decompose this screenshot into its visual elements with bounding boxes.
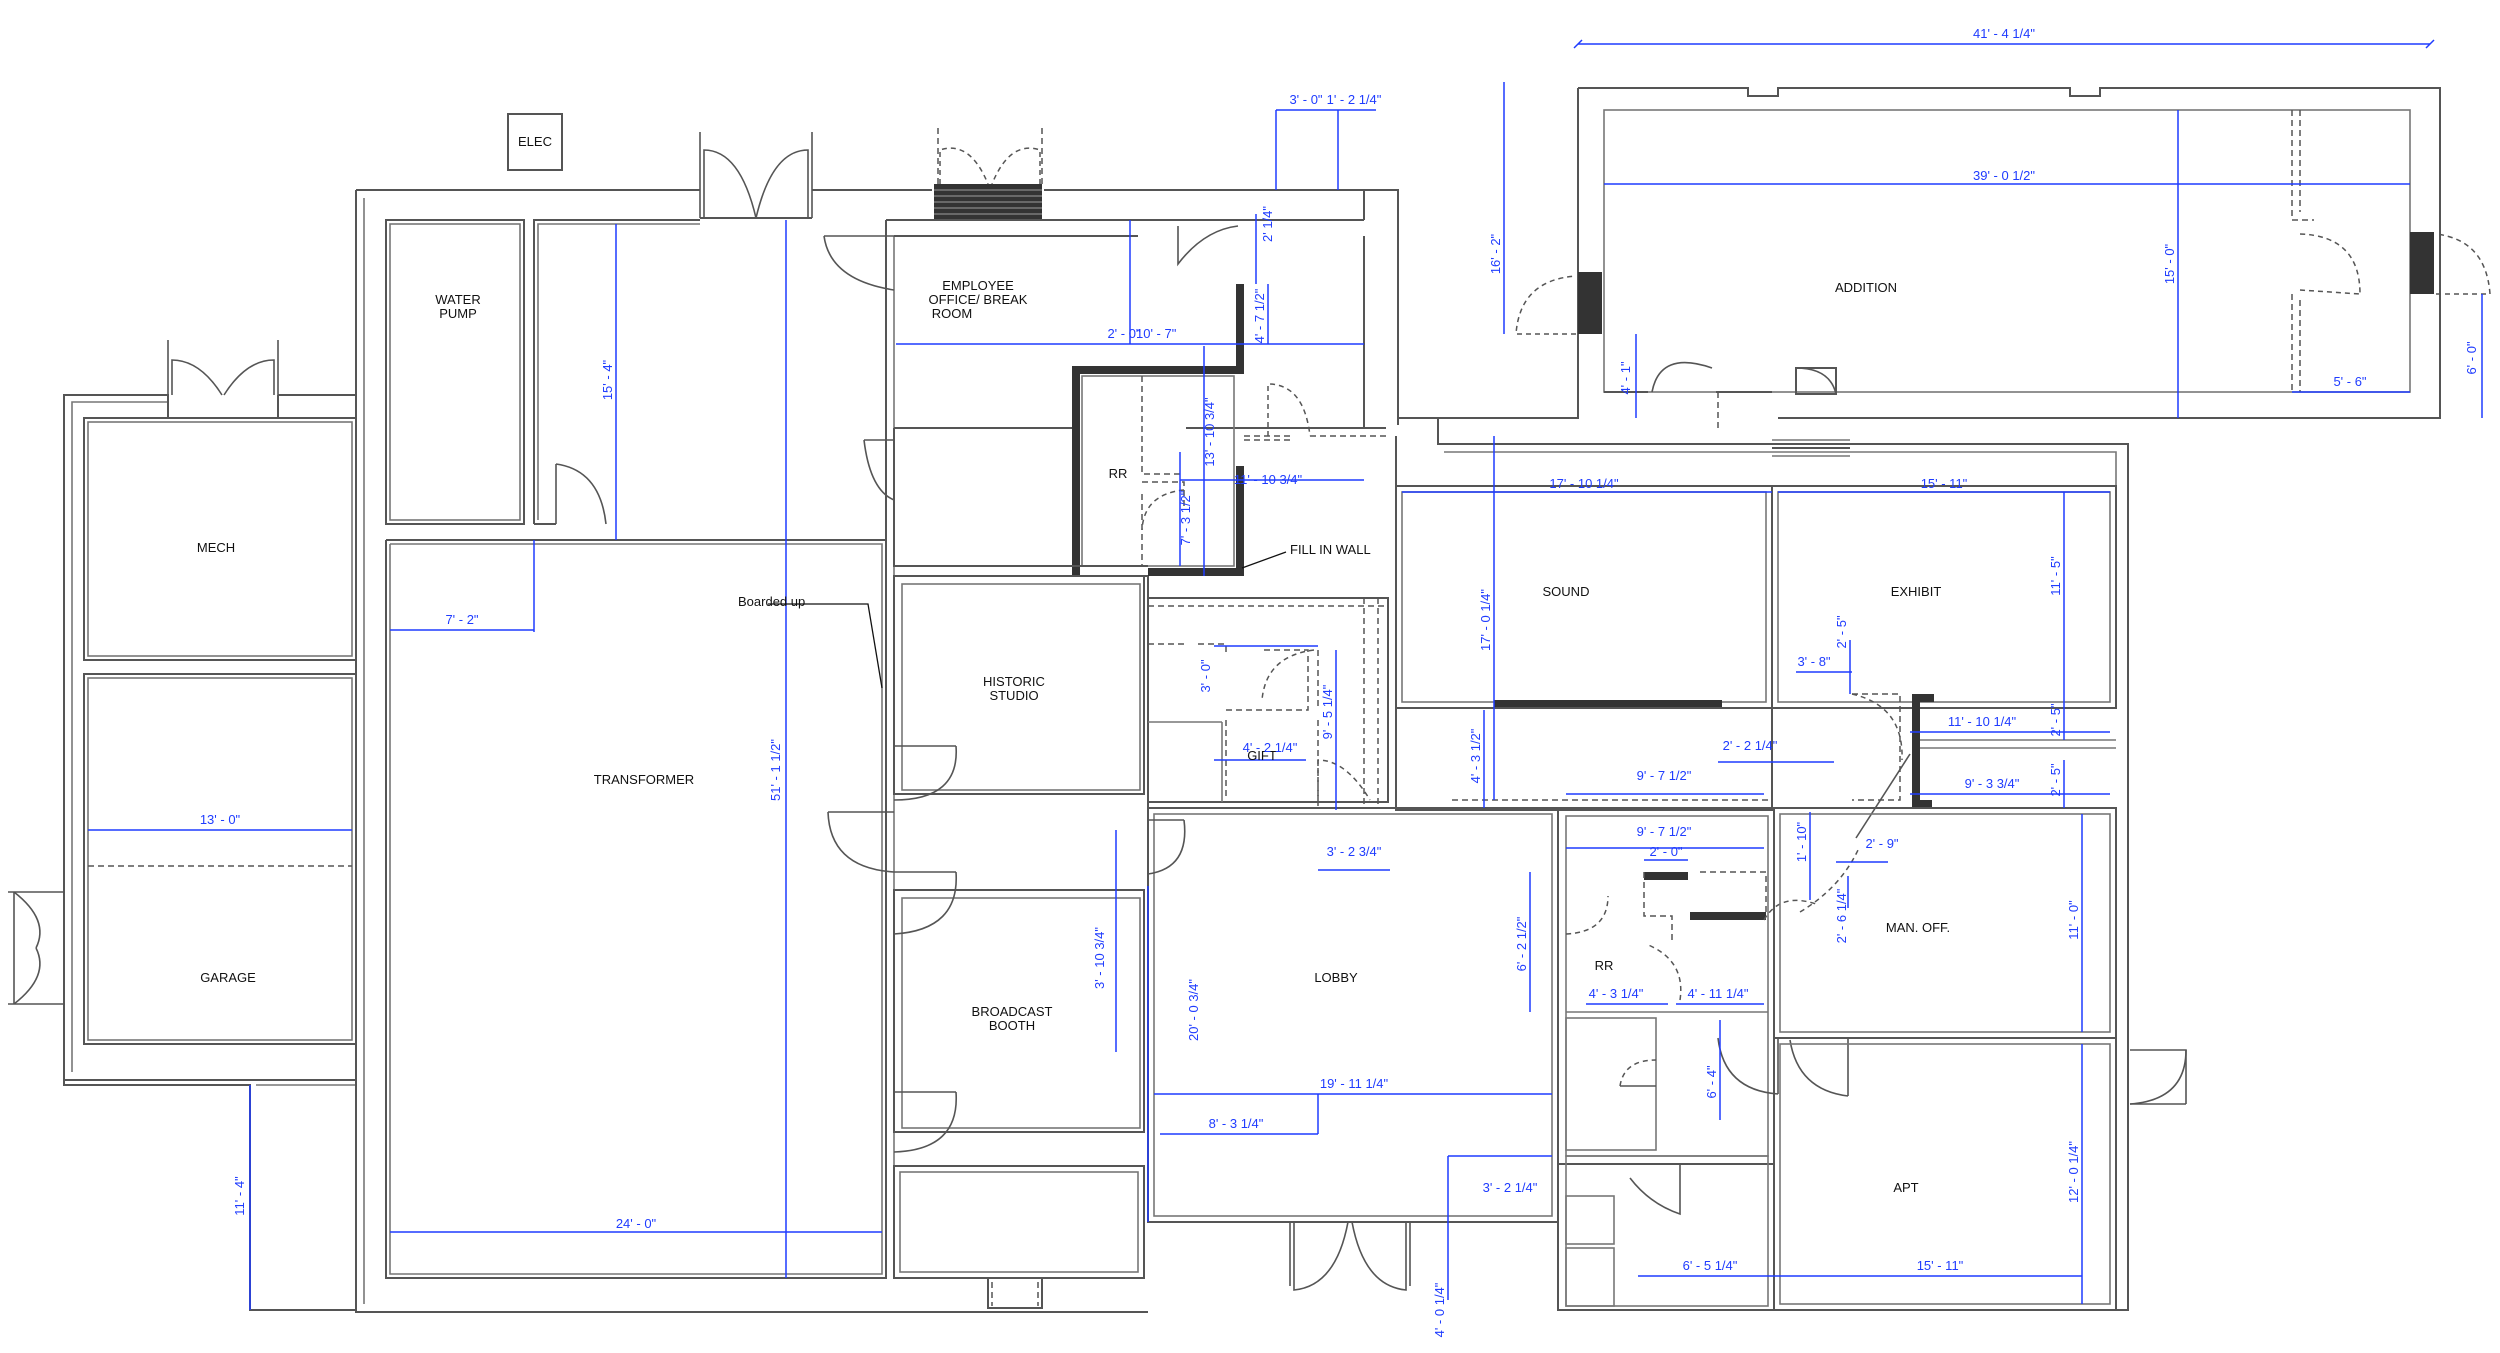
room-label-rr-lower: RR (1595, 958, 1614, 973)
dim-19-11: 19' - 11 1/4" (1320, 1076, 1389, 1091)
room-label-mech: MECH (197, 540, 235, 555)
dim-11-5: 11' - 5" (2048, 556, 2063, 596)
dim-41-4: 41' - 4 1/4" (1973, 26, 2035, 41)
dim-51-1: 51' - 1 1/2" (768, 739, 783, 801)
dim-1-2-top: 1' - 2 1/4" (1327, 92, 1382, 107)
dim-9-7b: 9' - 7 1/2" (1637, 824, 1692, 839)
dim-24-0: 24' - 0" (616, 1216, 657, 1231)
dimension-labels: 41' - 4 1/4" 39' - 0 1/2" 16' - 2" 15' -… (200, 26, 2479, 1337)
dim-17-0: 17' - 0 1/4" (1478, 589, 1493, 651)
dim-2-1-4: 2' 1/4" (1260, 206, 1275, 242)
dim-4-3-h: 4' - 3 1/4" (1589, 986, 1644, 1001)
room-label-broadcast-2: BOOTH (989, 1018, 1035, 1033)
dim-10-7: 10' - 7" (1136, 326, 1177, 341)
dim-12-0: 12' - 0 1/4" (2066, 1141, 2081, 1203)
dim-11-10-top: 11' - 10 3/4" (1234, 472, 1303, 487)
walls-right (1395, 87, 2491, 1311)
dim-3-8: 3' - 8" (1797, 654, 1830, 669)
room-label-broadcast: BROADCAST (972, 1004, 1053, 1019)
room-label-apt: APT (1893, 1180, 1918, 1195)
dim-15-4: 15' - 4" (600, 359, 615, 400)
dim-13-0: 13' - 0" (200, 812, 241, 827)
room-label-employee-2: OFFICE/ BREAK (929, 292, 1028, 307)
annotation-leaders (768, 551, 1287, 689)
dim-6-2: 6' - 2 1/2" (1514, 916, 1529, 971)
dim-17-10: 17' - 10 1/4" (1549, 476, 1619, 491)
dim-6-0: 6' - 0" (2464, 341, 2479, 374)
dim-8-3: 8' - 3 1/4" (1209, 1116, 1264, 1131)
dimension-lines (88, 39, 2483, 1310)
dim-16-2: 16' - 2" (1488, 233, 1503, 274)
dim-9-5: 9' - 5 1/4" (1320, 684, 1335, 739)
note-boarded-up: Boarded up (738, 594, 805, 609)
dim-15-11-top: 15' - 11" (1921, 476, 1968, 491)
dim-2-0: 2' - 0" (1107, 326, 1140, 341)
walls-transformer (355, 113, 1399, 1313)
room-label-rr-upper: RR (1109, 466, 1128, 481)
room-label-sound: SOUND (1543, 584, 1590, 599)
dim-15-11-low: 15' - 11" (1917, 1258, 1964, 1273)
dim-13-10: 13' - 10 3/4" (1202, 397, 1217, 467)
room-label-historic-2: STUDIO (989, 688, 1038, 703)
dim-2-5c: 2' - 5" (2048, 763, 2063, 796)
room-label-gift: GIFT (1247, 748, 1277, 763)
dim-3-2-mid: 3' - 2 3/4" (1327, 844, 1382, 859)
dim-11-4: 11' - 4" (232, 1176, 247, 1216)
dim-3-0-mid: 3' - 0" (1198, 659, 1213, 692)
room-label-man-off: MAN. OFF. (1886, 920, 1950, 935)
dim-15-0: 15' - 0" (2162, 243, 2177, 284)
dim-2-5a: 2' - 5" (1834, 615, 1849, 648)
notes: Boarded up FILL IN WALL (738, 542, 1371, 609)
room-label-addition: ADDITION (1835, 280, 1897, 295)
room-label-employee-3: ROOM (932, 306, 972, 321)
dim-9-3: 9' - 3 3/4" (1965, 776, 2020, 791)
room-label-lobby: LOBBY (1314, 970, 1358, 985)
note-fill-in-wall: FILL IN WALL (1290, 542, 1371, 557)
dim-5-6: 5' - 6" (2333, 374, 2366, 389)
room-label-exhibit: EXHIBIT (1891, 584, 1942, 599)
room-label-historic: HISTORIC (983, 674, 1045, 689)
walls-lobby (1147, 436, 1559, 1291)
dim-3-2-low: 3' - 2 1/4" (1483, 1180, 1538, 1195)
dim-3-0-top: 3' - 0" (1289, 92, 1322, 107)
room-label-elec: ELEC (518, 134, 552, 149)
walls-center (823, 190, 1388, 1309)
dim-4-2: 4' - 2 1/4" (1243, 740, 1298, 755)
dim-9-7a: 9' - 7 1/2" (1637, 768, 1692, 783)
dim-4-0: 4' - 0 1/4" (1432, 1282, 1447, 1337)
dim-6-5: 6' - 5 1/4" (1683, 1258, 1738, 1273)
dim-1-10: 1' - 10" (1794, 821, 1809, 862)
room-label-water-pump: WATER (435, 292, 481, 307)
dim-3-10: 3' - 10 3/4" (1092, 927, 1107, 989)
room-label-employee: EMPLOYEE (942, 278, 1014, 293)
dim-39-0: 39' - 0 1/2" (1973, 168, 2035, 183)
room-labels: ELEC WATER PUMP MECH GARAGE TRANSFORMER … (197, 134, 1950, 1195)
dim-4-1: 4' - 1" (1618, 361, 1633, 394)
room-label-water-pump-2: PUMP (439, 306, 477, 321)
dim-4-3-v: 4' - 3 1/2" (1468, 728, 1483, 783)
dim-2-9: 2' - 9" (1865, 836, 1898, 851)
walls-left-wing (8, 340, 357, 1311)
room-label-transformer: TRANSFORMER (594, 772, 694, 787)
dim-7-3: 7' - 3 1/2" (1178, 490, 1193, 545)
dim-20-0: 20' - 0 3/4" (1186, 979, 1201, 1041)
dim-7-2: 7' - 2" (445, 612, 478, 627)
dim-2-5b: 2' - 5" (2048, 703, 2063, 736)
dim-2-2: 2' - 2 1/4" (1723, 738, 1778, 753)
dim-6-4: 6' - 4" (1704, 1065, 1719, 1098)
dim-11-10-b: 11' - 10 1/4" (1948, 714, 2017, 729)
dim-2-6: 2' - 6 1/4" (1834, 888, 1849, 943)
dim-4-7: 4' - 7 1/2" (1252, 288, 1267, 343)
room-label-garage: GARAGE (200, 970, 256, 985)
dim-4-11: 4' - 11 1/4" (1687, 986, 1748, 1001)
dim-11-0: 11' - 0" (2066, 900, 2081, 940)
dim-2-0-b: 2' - 0" (1649, 844, 1682, 859)
